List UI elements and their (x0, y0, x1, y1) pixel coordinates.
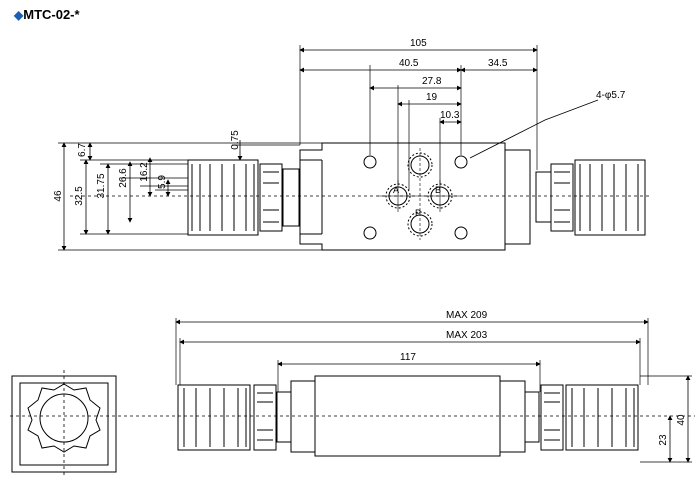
drawing-title: ◆MTC-02-* (14, 7, 80, 22)
port-label-a: A (393, 185, 399, 195)
dim-46: 46 (53, 190, 64, 202)
dim-5-9: 5.9 (157, 175, 168, 189)
horizontal-dimension-lines (299, 47, 538, 125)
vertical-dimension-lines (61, 140, 243, 251)
dim-32-5: 32.5 (74, 186, 85, 206)
extension-lines-bottom (175, 318, 692, 463)
right-knob-side (524, 384, 639, 451)
dim-27-8: 27.8 (422, 76, 442, 87)
dim-26-6: 26.6 (118, 168, 129, 188)
valve-body (299, 142, 531, 251)
dim-6-7: 6.7 (77, 143, 88, 157)
dim-34-5: 34.5 (488, 58, 508, 69)
dim-max-203: MAX 203 (446, 330, 488, 341)
model-label: MTC-02-* (23, 7, 80, 22)
right-knob (535, 159, 646, 236)
top-view (58, 45, 650, 251)
body-side (290, 375, 526, 457)
port-label-b: B (435, 185, 441, 195)
dim-16-2: 16.2 (139, 162, 150, 182)
hole-callout: 4-φ5.7 (596, 90, 626, 101)
end-view (11, 370, 117, 478)
dim-max-209: MAX 209 (446, 310, 488, 321)
dim-23: 23 (658, 434, 669, 446)
mounting-hole (454, 155, 468, 169)
dim-19: 19 (426, 92, 438, 103)
dim-31-75: 31.75 (96, 173, 107, 198)
mounting-hole (363, 226, 377, 240)
left-knob-side (177, 384, 292, 451)
mounting-hole (454, 226, 468, 240)
port-label-p: P (415, 208, 421, 218)
dim-0-75: 0.75 (230, 130, 241, 150)
diamond-icon: ◆ (14, 8, 24, 22)
dim-40-5: 40.5 (399, 58, 419, 69)
mounting-hole (363, 155, 377, 169)
dim-117: 117 (400, 352, 416, 363)
dimension-lines-bottom (175, 319, 691, 463)
dim-40: 40 (676, 414, 687, 426)
dim-10-3: 10.3 (440, 110, 460, 121)
left-knob (187, 159, 300, 236)
dim-105: 105 (410, 38, 427, 49)
bottom-view (10, 318, 695, 478)
hole-callout-leader (469, 99, 599, 159)
